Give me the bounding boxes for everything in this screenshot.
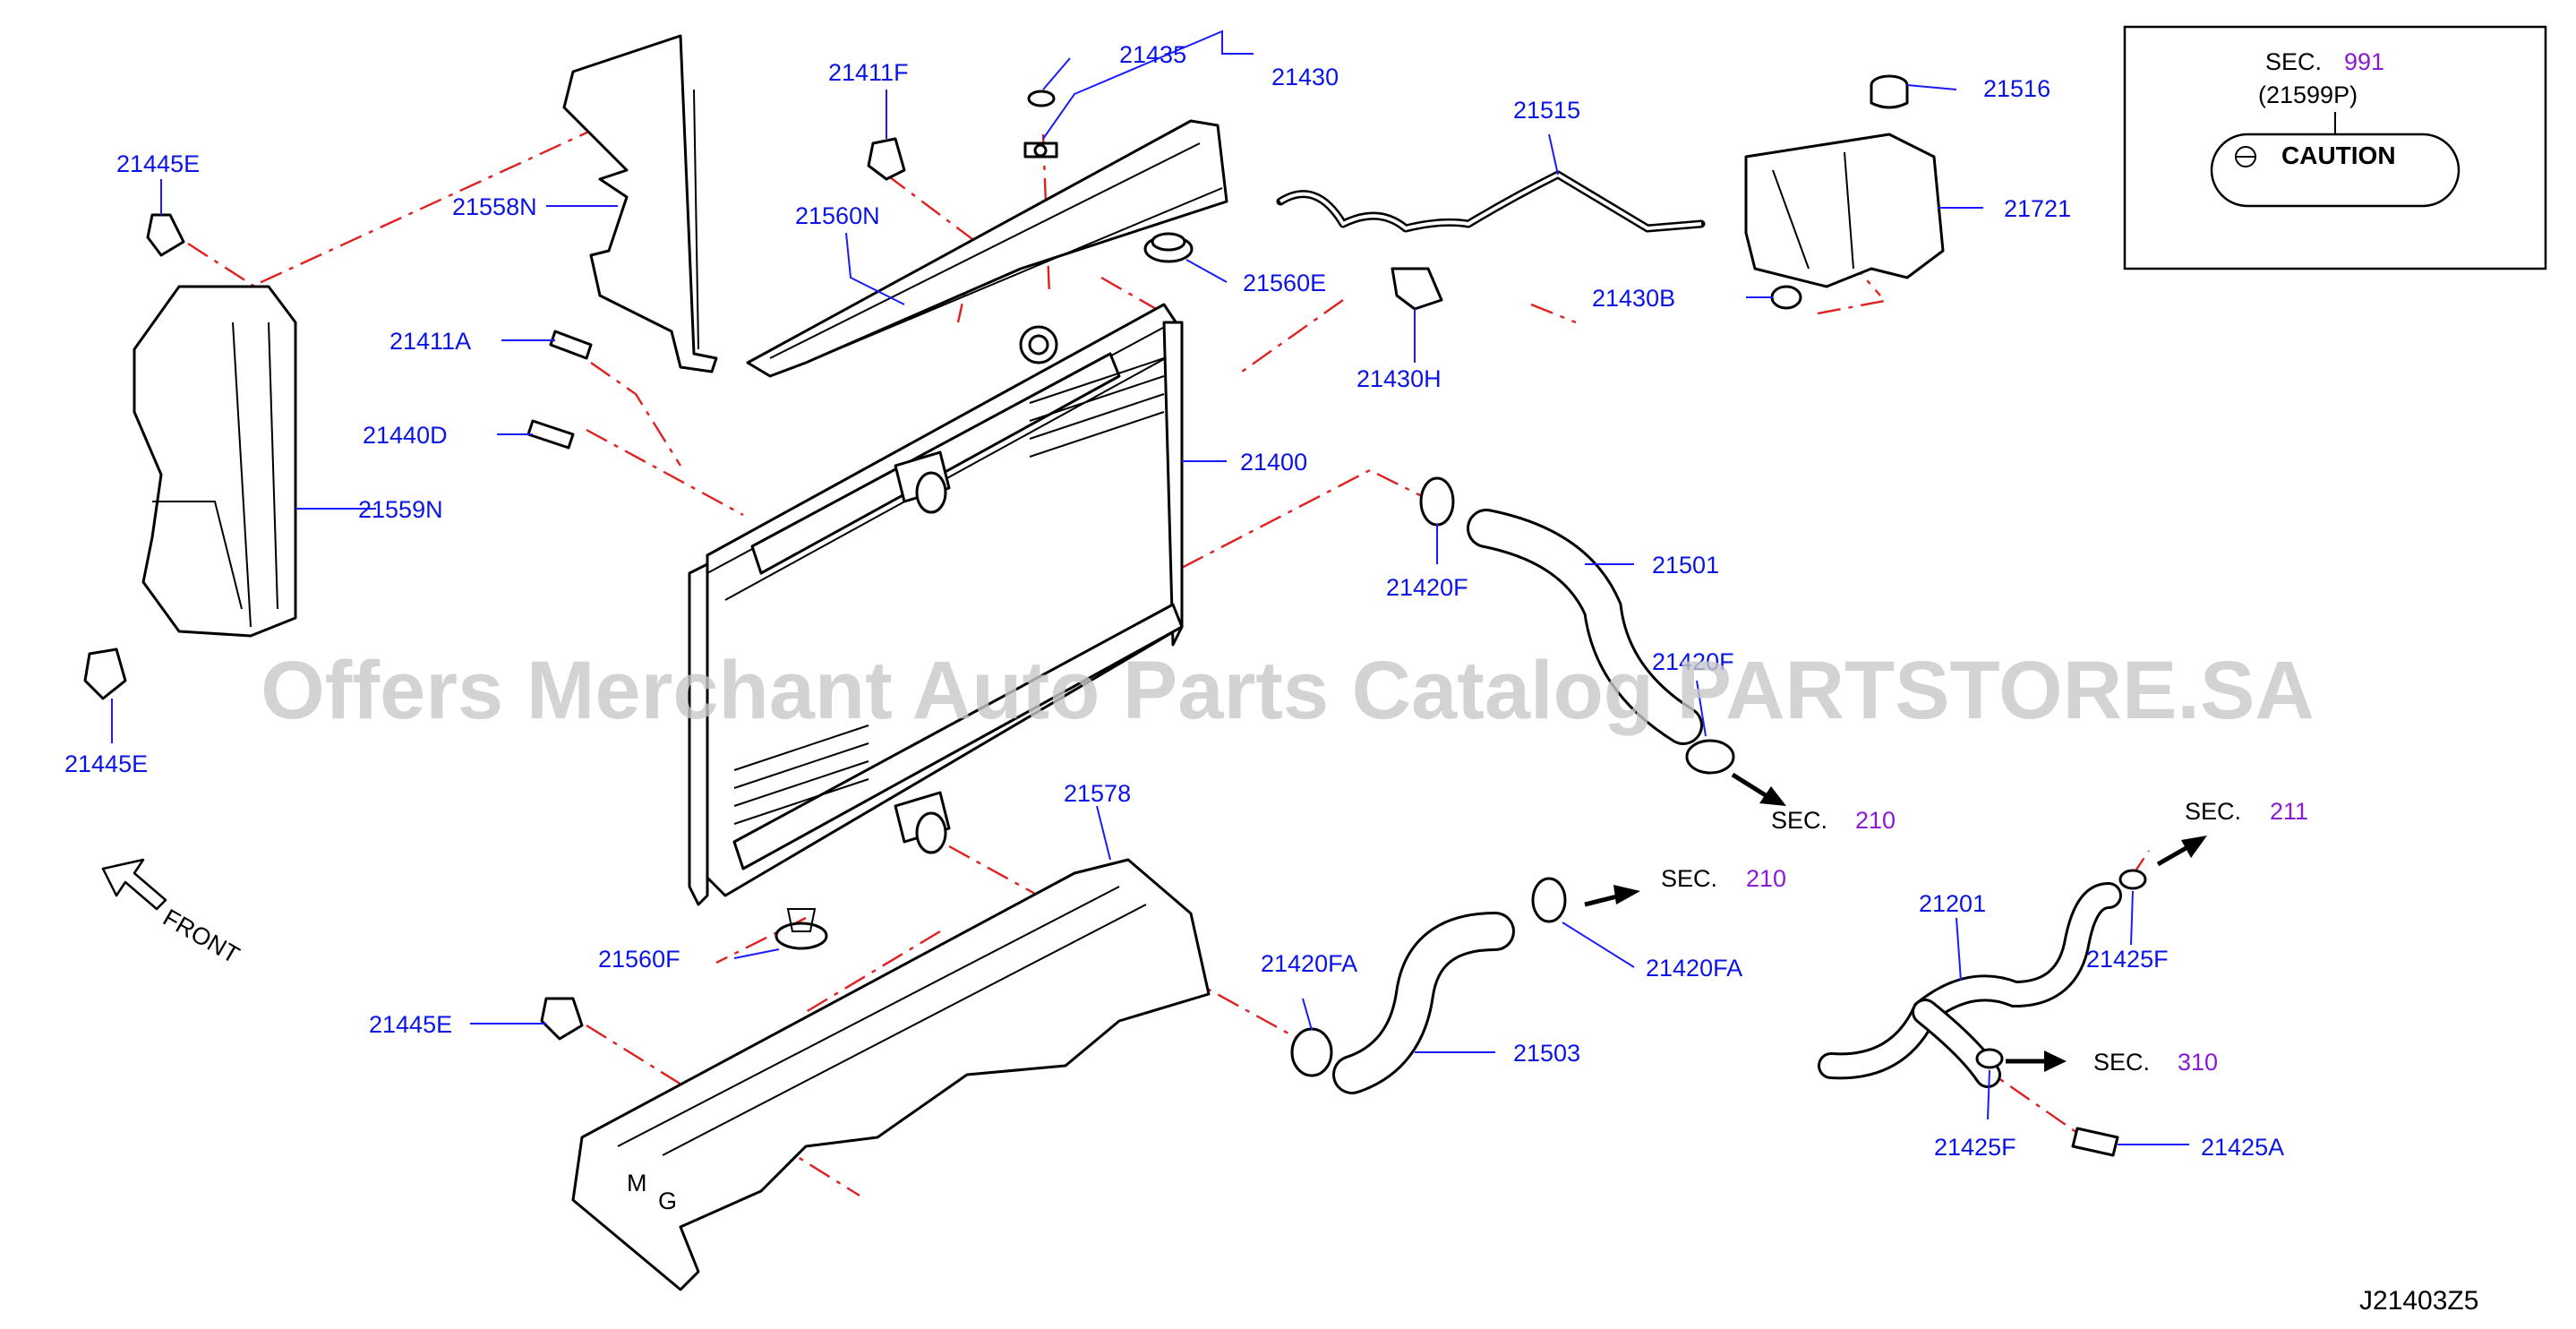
section-references: SEC. 210 SEC. 210 SEC. 211 SEC. 310 <box>1661 798 2308 1076</box>
label-21560F[interactable]: 21560F <box>598 946 680 973</box>
label-21501[interactable]: 21501 <box>1652 552 1719 579</box>
sec-ref-210-a[interactable]: 210 <box>1855 807 1896 834</box>
label-21559N[interactable]: 21559N <box>358 496 443 523</box>
clip-21445E-top[interactable] <box>146 213 185 257</box>
label-21420F-a[interactable]: 21420F <box>1386 574 1468 601</box>
plug-21435[interactable] <box>1027 90 1056 107</box>
water-hose-21201[interactable] <box>1818 882 2122 1088</box>
label-21435[interactable]: 21435 <box>1119 41 1186 68</box>
clip-21445E-low[interactable] <box>540 997 584 1041</box>
caution-part-ref: (21599P) <box>2258 81 2358 108</box>
overflow-hose-21515[interactable] <box>1276 170 1706 233</box>
mount-21430[interactable] <box>1023 141 1058 159</box>
bolt-21425A[interactable] <box>2071 1127 2119 1157</box>
caution-label-box: SEC. 991 (21599P) CAUTION <box>2123 25 2547 270</box>
label-21430B[interactable]: 21430B <box>1592 285 1675 312</box>
caution-cap-icon <box>2235 146 2256 167</box>
label-21420FA-b[interactable]: 21420FA <box>1646 955 1742 982</box>
caution-sec-number[interactable]: 991 <box>2344 48 2384 75</box>
front-direction-indicator: FRONT <box>101 858 244 969</box>
label-21558N[interactable]: 21558N <box>452 193 537 220</box>
front-label: FRONT <box>158 904 244 968</box>
sec-prefix-210-a: SEC. <box>1771 807 1827 834</box>
sec-prefix-210-b: SEC. <box>1661 865 1717 892</box>
label-21425F-b[interactable]: 21425F <box>1934 1134 2016 1161</box>
clip-21430H[interactable] <box>1391 267 1443 311</box>
label-21445E-low[interactable]: 21445E <box>369 1011 452 1038</box>
label-21445E-mid[interactable]: 21445E <box>64 750 148 777</box>
label-21721[interactable]: 21721 <box>2004 195 2071 222</box>
grommet-21560E[interactable] <box>1143 232 1194 263</box>
clip-21411F[interactable] <box>867 137 906 181</box>
label-21440D[interactable]: 21440D <box>363 422 448 449</box>
clamp-21425F-b[interactable] <box>1975 1048 2004 1069</box>
radiator-core-fins <box>733 357 1165 825</box>
reservoir-cap-21516[interactable] <box>1870 74 1909 109</box>
caution-decal[interactable] <box>2210 133 2460 208</box>
label-21445E-top[interactable]: 21445E <box>116 150 200 177</box>
label-21420FA-a[interactable]: 21420FA <box>1261 950 1357 977</box>
bolt-21411A[interactable] <box>549 330 593 360</box>
watermark-text: Offers Merchant Auto Parts Catalog PARTS… <box>261 645 2315 736</box>
radiator-21400[interactable] <box>688 303 1184 906</box>
clamp-21420F-a[interactable] <box>1419 476 1455 527</box>
label-21425F-a[interactable]: 21425F <box>2086 946 2169 973</box>
sec-prefix-310: SEC. <box>2093 1049 2150 1076</box>
label-21516[interactable]: 21516 <box>1983 75 2050 102</box>
nut-21430B[interactable] <box>1770 285 1802 310</box>
side-bracket-21558N[interactable] <box>562 34 718 373</box>
label-21503[interactable]: 21503 <box>1513 1040 1580 1067</box>
label-21560E[interactable]: 21560E <box>1243 270 1326 296</box>
clip-21445E-mid[interactable] <box>83 647 127 700</box>
label-21420F-b[interactable]: 21420F <box>1652 648 1734 675</box>
sec-ref-310[interactable]: 310 <box>2178 1049 2218 1076</box>
caution-sec-prefix: SEC. <box>2265 48 2322 75</box>
upper-seal-21560N[interactable] <box>746 119 1228 378</box>
label-21560N[interactable]: 21560N <box>795 202 880 229</box>
lower-hose-21503[interactable] <box>1332 912 1515 1094</box>
grommet-21560F[interactable] <box>775 908 828 950</box>
upper-hose-21501[interactable] <box>1467 509 1703 745</box>
sec-ref-210-b[interactable]: 210 <box>1746 865 1786 892</box>
label-21430[interactable]: 21430 <box>1271 64 1339 90</box>
direction-arrows <box>1584 772 2207 1072</box>
leader-lines <box>111 30 2189 1145</box>
reservoir-tank-21721[interactable] <box>1744 133 1945 288</box>
clamp-21420FA-b[interactable] <box>1531 877 1567 923</box>
part-labels: 21445E 21558N 21411F 21435 21430 21515 2… <box>64 41 2284 1161</box>
label-21201[interactable]: 21201 <box>1919 890 1986 917</box>
sec-prefix-211: SEC. <box>2185 798 2241 825</box>
sec-ref-211[interactable]: 211 <box>2270 798 2308 825</box>
bolt-21440D[interactable] <box>526 419 575 450</box>
clamp-21420FA-a[interactable] <box>1290 1027 1333 1077</box>
label-21411F[interactable]: 21411F <box>828 59 909 86</box>
air-guide-21559N[interactable] <box>133 285 297 638</box>
mark-g: G <box>658 1188 677 1214</box>
label-21400[interactable]: 21400 <box>1240 449 1307 476</box>
label-21515[interactable]: 21515 <box>1513 97 1580 124</box>
clamp-21420F-b[interactable] <box>1685 739 1735 775</box>
label-21430H[interactable]: 21430H <box>1356 365 1442 392</box>
clamp-21425F-a[interactable] <box>2118 869 2147 890</box>
label-21425A[interactable]: 21425A <box>2201 1134 2284 1161</box>
label-21578[interactable]: 21578 <box>1064 780 1131 807</box>
mark-m: M <box>627 1170 647 1196</box>
lower-air-guide-21578[interactable]: M G <box>571 858 1211 1291</box>
caution-text: CAUTION <box>2281 141 2396 169</box>
diagram-code: J21403Z5 <box>2359 1286 2478 1316</box>
label-21411A[interactable]: 21411A <box>389 328 471 355</box>
